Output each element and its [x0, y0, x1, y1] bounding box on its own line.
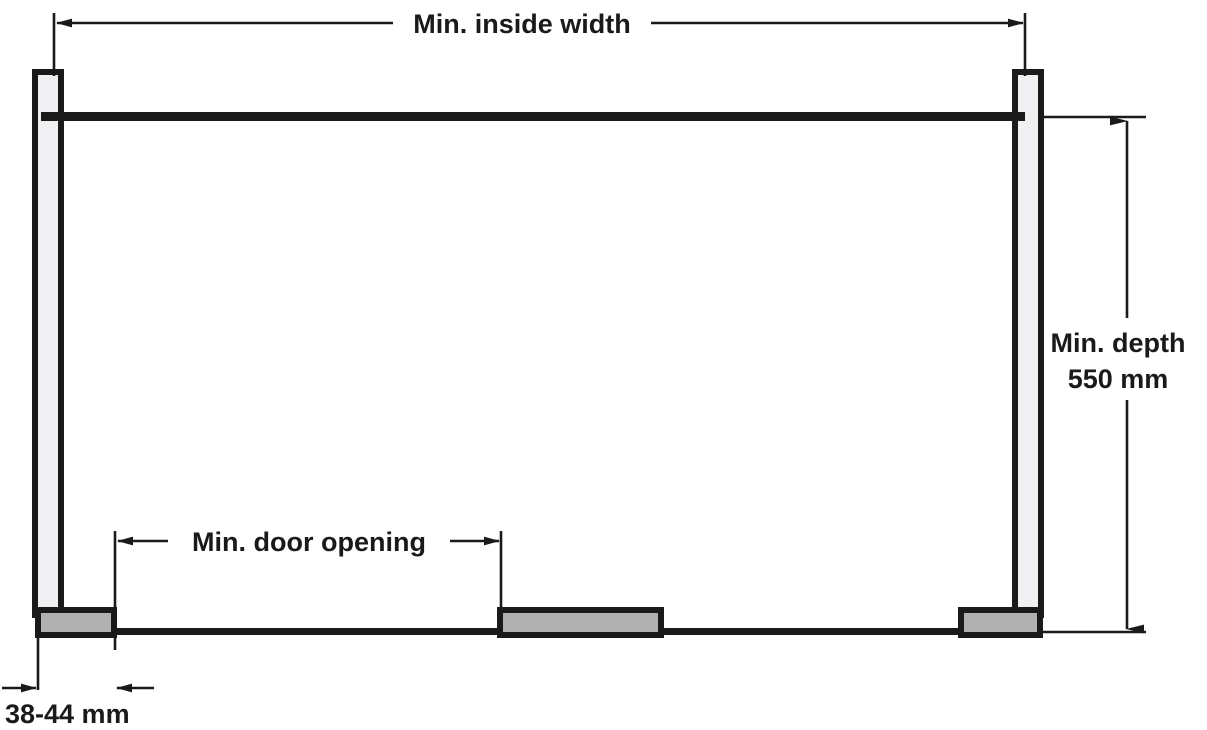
label-min-inside-width: Min. inside width	[413, 9, 631, 39]
label-min-door-opening: Min. door opening	[192, 527, 426, 557]
label-min-depth: Min. depth	[1051, 328, 1186, 358]
label-panel-thickness: 38-44 mm	[5, 699, 130, 729]
dimension-panel-thickness: 38-44 mm	[2, 638, 154, 729]
center-base-block	[497, 607, 664, 638]
right-vertical-panel	[1012, 69, 1044, 618]
left-vertical-panel	[32, 69, 64, 618]
dimension-door-opening: Min. door opening	[113, 527, 503, 650]
right-base-block	[958, 607, 1043, 638]
dimension-inside-width: Min. inside width	[52, 9, 1027, 76]
left-base-block	[35, 607, 117, 638]
top-horizontal-rail	[41, 112, 1025, 121]
dimension-min-depth: Min. depth 550 mm	[1041, 115, 1186, 634]
label-depth-value: 550 mm	[1068, 364, 1169, 394]
